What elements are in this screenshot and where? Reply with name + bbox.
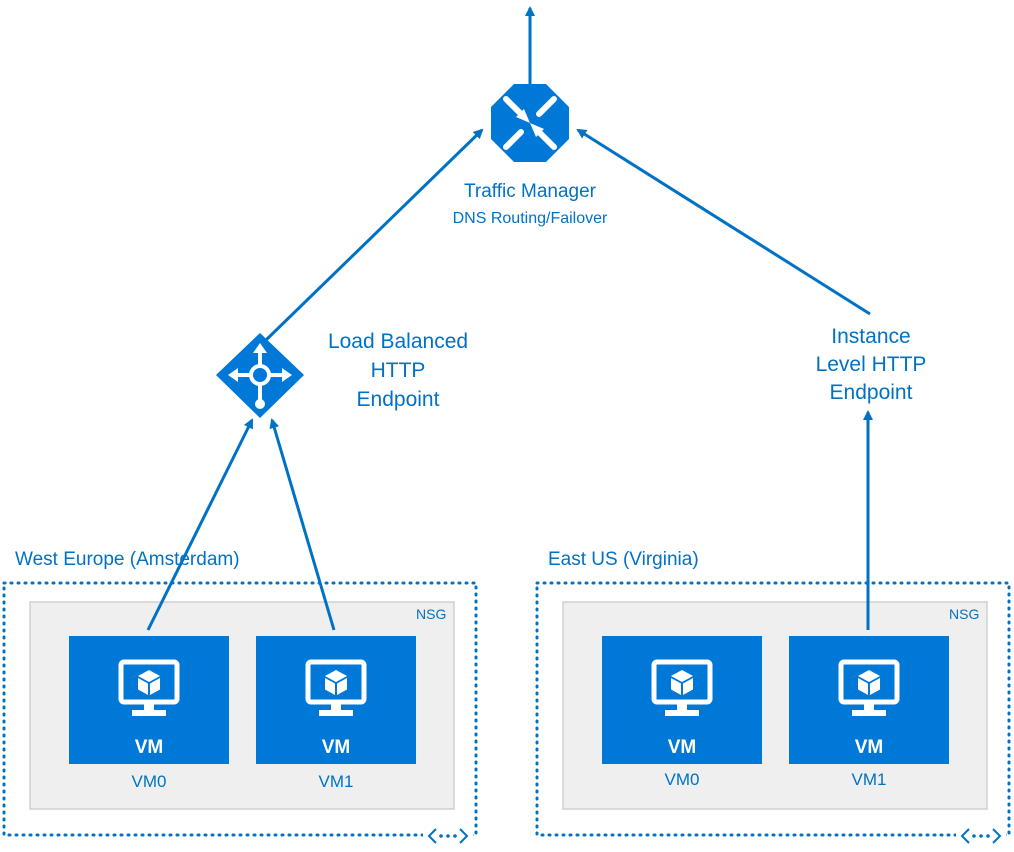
traffic-manager-icon <box>491 84 569 162</box>
arrow-lb-to-tm <box>264 128 484 342</box>
vm-tile: VM <box>789 636 949 764</box>
vm-name: VM0 <box>664 770 700 789</box>
vm-tile: VM <box>602 636 762 764</box>
label-line: Instance <box>831 325 911 348</box>
instance-endpoint-label: Instance Level HTTP Endpoint <box>790 323 952 407</box>
vm-tile-label: VM <box>321 737 351 758</box>
region-boundary-west <box>2 581 478 837</box>
traffic-manager-subtitle: DNS Routing/Failover <box>452 210 608 227</box>
arrow-west-vm1-to-lb <box>269 418 336 631</box>
label-line: Endpoint <box>829 381 913 404</box>
vm-tile-label: VM <box>134 737 164 758</box>
vm-name: VM0 <box>131 772 167 791</box>
arrow-west-vm0-to-lb <box>146 418 254 631</box>
virtual-network-icon <box>423 823 473 849</box>
load-balancer-label: Load Balanced HTTP Endpoint <box>300 327 496 414</box>
vm-tile-label: VM <box>854 737 884 758</box>
label-line: Level HTTP <box>815 353 927 376</box>
label-line: HTTP <box>370 359 426 382</box>
load-balancer-icon <box>216 333 304 418</box>
vm-tile: VM <box>69 636 229 764</box>
region-title-west: West Europe (Amsterdam) <box>15 549 240 570</box>
traffic-manager-title: Traffic Manager <box>464 181 596 202</box>
vm-tile: VM <box>256 636 416 764</box>
nsg-label: NSG <box>416 606 447 622</box>
label-line: Load Balanced <box>327 330 469 353</box>
vm-tile-label: VM <box>667 737 697 758</box>
virtual-machine-icon <box>651 659 713 716</box>
region-boundary-east <box>535 581 1011 837</box>
virtual-network-icon <box>956 823 1006 849</box>
virtual-machine-icon <box>118 659 180 716</box>
vm-name: VM1 <box>318 772 354 791</box>
label-line: Endpoint <box>356 388 440 411</box>
virtual-machine-icon <box>305 659 367 716</box>
nsg-label: NSG <box>949 606 980 622</box>
arrow-instance-to-tm <box>576 128 871 316</box>
region-title-east: East US (Virginia) <box>548 549 699 570</box>
virtual-machine-icon <box>838 659 900 716</box>
vm-name: VM1 <box>851 770 887 789</box>
